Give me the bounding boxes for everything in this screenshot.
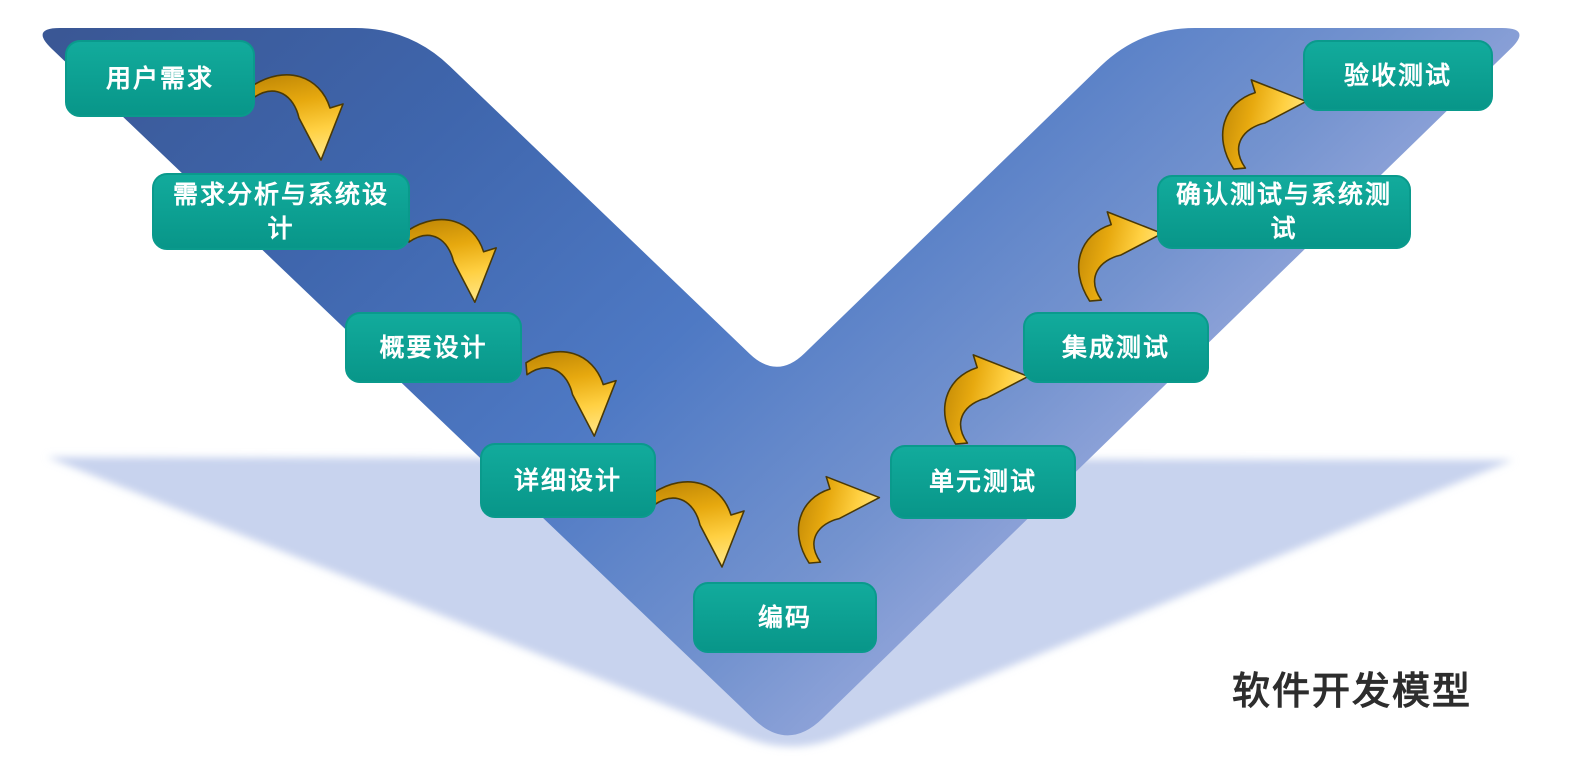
stage-box-user-requirements: 用户需求 — [65, 40, 255, 117]
stage-box-coding: 编码 — [693, 582, 877, 653]
stage-box-detailed-design: 详细设计 — [480, 443, 656, 518]
stage-box-high-level-design: 概要设计 — [345, 312, 522, 383]
stage-box-integration-testing: 集成测试 — [1023, 312, 1209, 383]
stage-box-unit-testing: 单元测试 — [890, 445, 1076, 519]
stage-box-confirmation-system-testing: 确认测试与系统测 试 — [1157, 175, 1411, 249]
v-main-shape — [42, 28, 1520, 736]
stage-box-requirements-analysis-design: 需求分析与系统设 计 — [152, 173, 410, 250]
diagram-title: 软件开发模型 — [1231, 671, 1472, 713]
stage-box-acceptance-testing: 验收测试 — [1303, 40, 1493, 111]
